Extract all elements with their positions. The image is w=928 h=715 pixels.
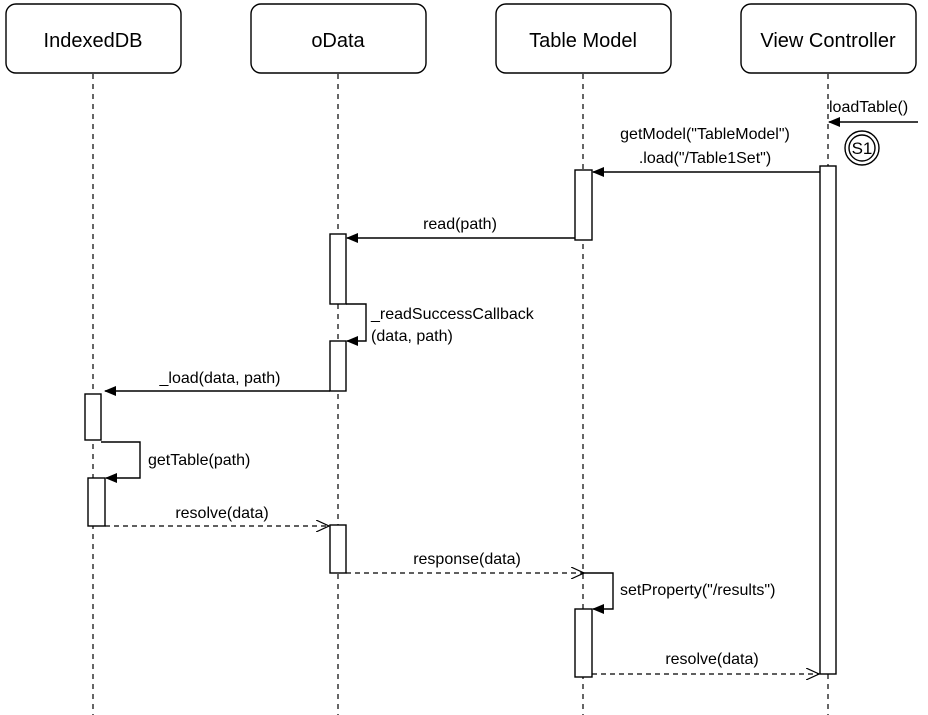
activation-tablemodel-2 xyxy=(574,608,593,678)
svg-text:response(data): response(data) xyxy=(413,551,521,568)
message-load: _load(data, path) xyxy=(104,370,330,396)
svg-text:resolve(data): resolve(data) xyxy=(665,651,758,668)
participant-label: View Controller xyxy=(760,30,896,52)
svg-text:read(path): read(path) xyxy=(423,216,497,233)
message-read: read(path) xyxy=(346,216,575,243)
svg-text:.load("/Table1Set"): .load("/Table1Set") xyxy=(639,150,771,167)
message-readsuccesscallback: _readSuccessCallback (data, path) xyxy=(346,303,535,346)
activation-indexeddb-2 xyxy=(87,477,106,527)
svg-text:getTable(path): getTable(path) xyxy=(148,452,250,469)
activation-indexeddb-1 xyxy=(84,393,102,441)
activation-odata-3 xyxy=(329,524,347,574)
participant-label: IndexedDB xyxy=(44,30,143,52)
message-setproperty: setProperty("/results") xyxy=(583,572,775,614)
message-getmodel: getModel("TableModel") .load("/Table1Set… xyxy=(592,126,820,177)
activation-viewcontroller xyxy=(819,165,837,675)
participant-label: Table Model xyxy=(529,30,637,52)
participant-indexeddb[interactable]: IndexedDB xyxy=(5,3,182,74)
svg-text:getModel("TableModel"): getModel("TableModel") xyxy=(620,126,790,143)
svg-text:setProperty("/results"): setProperty("/results") xyxy=(620,582,775,599)
svg-text:(data, path): (data, path) xyxy=(371,328,453,345)
participant-odata[interactable]: oData xyxy=(250,3,427,74)
message-loadtable: loadTable() xyxy=(828,99,918,127)
message-response: response(data) xyxy=(346,551,584,573)
activation-odata-2 xyxy=(329,340,347,392)
activation-odata-1 xyxy=(329,233,347,305)
svg-text:_readSuccessCallback: _readSuccessCallback xyxy=(370,306,535,323)
participant-tablemodel[interactable]: Table Model xyxy=(495,3,672,74)
participant-label: oData xyxy=(311,30,365,52)
activation-tablemodel-1 xyxy=(574,169,593,241)
svg-text:loadTable(): loadTable() xyxy=(829,99,908,116)
message-resolve-2: resolve(data) xyxy=(592,651,819,674)
svg-text:_load(data, path): _load(data, path) xyxy=(159,370,281,387)
message-resolve-1: resolve(data) xyxy=(105,505,329,526)
step-marker-s1: S1 xyxy=(844,130,880,166)
svg-text:resolve(data): resolve(data) xyxy=(175,505,268,522)
participant-viewcontroller[interactable]: View Controller xyxy=(740,3,917,74)
message-gettable: getTable(path) xyxy=(101,441,250,483)
step-marker-label: S1 xyxy=(852,139,873,158)
